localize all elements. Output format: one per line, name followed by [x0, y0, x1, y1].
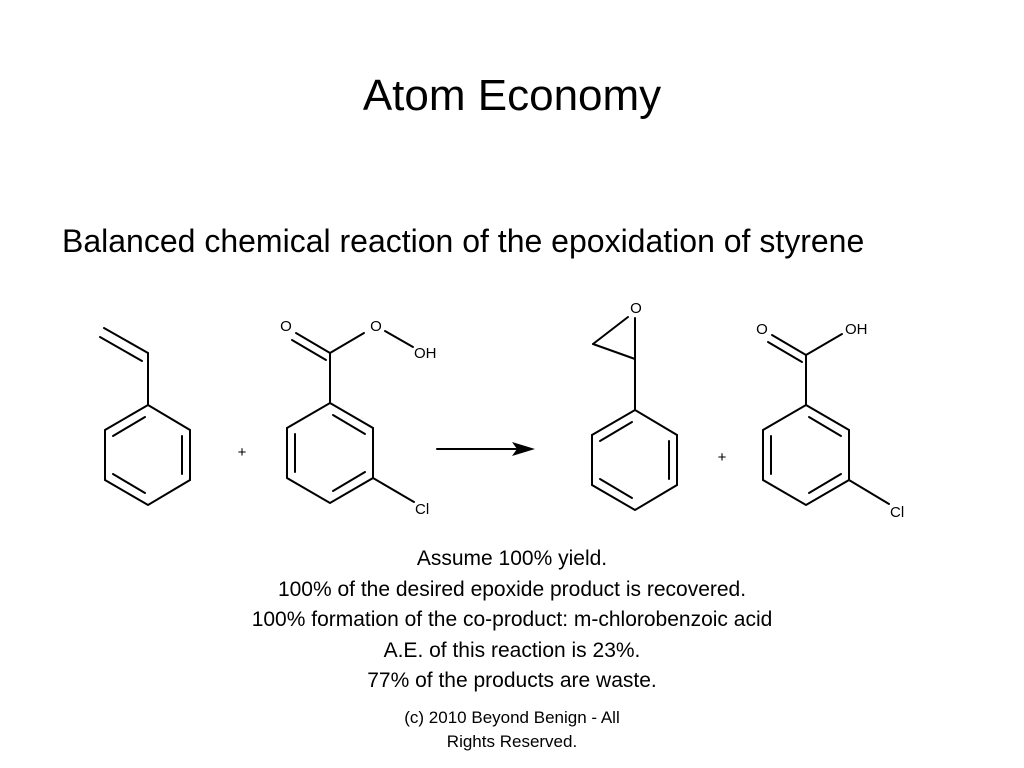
styrene-oxide-structure [591, 316, 678, 512]
slide-subtitle: Balanced chemical reaction of the epoxid… [62, 223, 865, 259]
atom-label-acid-cl: Cl [890, 504, 904, 521]
atom-label-mcpba-cl: Cl [415, 501, 429, 518]
styrene-structure [99, 327, 191, 507]
reaction-arrow [436, 442, 535, 456]
atom-label-mcpba-oh: OH [414, 345, 437, 362]
mcpba-structure [286, 330, 415, 505]
assumption-notes: Assume 100% yield. 100% of the desired e… [0, 544, 1024, 697]
note-line: 77% of the products are waste. [367, 669, 657, 692]
slide-title: Atom Economy [362, 71, 662, 120]
atom-label-epoxide-o: O [630, 300, 642, 317]
footer-line: Rights Reserved. [446, 732, 578, 751]
note-line: 100% formation of the co-product: m-chlo… [251, 608, 773, 631]
atom-label-acid-oh: OH [845, 321, 868, 338]
note-line: Assume 100% yield. [416, 547, 608, 570]
copyright-footer: (c) 2010 Beyond Benign - All Rights Rese… [0, 706, 1024, 754]
footer-line: (c) 2010 Beyond Benign - All [404, 708, 620, 727]
note-line: 100% of the desired epoxide product is r… [277, 577, 747, 601]
plus-sign-left: + [238, 444, 247, 461]
atom-label-mcpba-peroxy-o: O [370, 318, 382, 335]
atom-label-mcpba-carbonyl-o: O [280, 318, 292, 335]
plus-sign-right: + [718, 449, 727, 466]
chlorobenzoic-acid-structure [762, 333, 890, 507]
atom-label-acid-carbonyl-o: O [756, 321, 768, 338]
note-line: A.E. of this reaction is 23%. [383, 638, 641, 662]
